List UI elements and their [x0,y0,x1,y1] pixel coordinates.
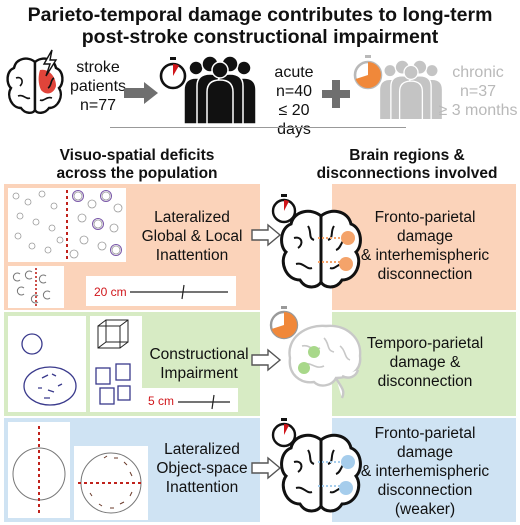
stopwatch-icon [269,306,299,340]
deficit-label-1: Lateralized Global & Local Inattention [141,209,243,264]
cancellation-test-sheet [8,188,126,262]
row2-right-band [332,312,516,416]
clock-number-sheet [74,446,148,520]
figure-title: Parieto-temporal damage contributes to l… [0,4,520,48]
stopwatch-icon [353,55,383,90]
deficit-label-2: Constructional Impairment [149,346,249,382]
title-line-1: Parieto-temporal damage contributes to l… [27,4,493,26]
clock-drawing-sheet [8,316,86,412]
arrow-right-icon [251,348,282,372]
people-icon [378,59,444,121]
chronic-label: chronic n=37 ≥ 3 months [438,64,518,119]
row1-right-band [332,184,516,310]
patients-label: stroke patients n=77 [69,59,127,114]
arrow-right-icon [251,456,282,480]
stopwatch-icon [271,194,297,224]
deficit-label-3: Lateralized Object-space Inattention [156,441,248,496]
row3-right-band [332,418,516,522]
lightning-icon [42,49,58,77]
region-label-2: Temporo-parietal damage & disconnection [366,335,484,390]
people-icon [183,55,257,125]
arrow-right-icon [124,82,158,104]
divider [110,127,406,128]
title-line-2: post-stroke constructional impairment [81,26,439,48]
brain-icon [288,324,362,399]
cube-copy-sheet [90,316,142,412]
region-label-3: Fronto-parietal damage & interhemispheri… [360,425,490,518]
region-label-1: Fronto-parietal damage & interhemispheri… [360,209,490,283]
brain-icon [280,209,362,289]
arrow-right-icon [251,223,282,247]
left-heading: Visuo-spatial deficits across the popula… [56,147,218,182]
scale-bar-label-1: 20 cm [94,285,127,299]
stopwatch-icon [159,57,187,90]
brain-icon [280,433,362,513]
right-heading: Brain regions & disconnections involved [316,147,498,182]
stopwatch-icon [271,418,297,448]
plus-icon [322,80,350,108]
circle-cancellation-sheet [8,422,70,518]
line-bisection-sheet: 20 cm [86,276,236,306]
scale-bar-label-2: 5 cm [148,394,175,408]
letter-cancellation-sheet [8,266,64,308]
acute-label: acute n=40 ≤ 20 days [274,64,314,138]
line-bisection-sheet: 5 cm [142,388,238,412]
